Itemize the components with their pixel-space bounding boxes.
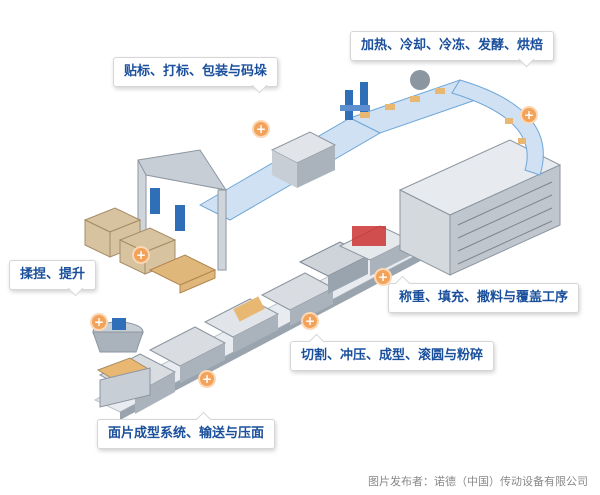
oven-unit xyxy=(398,139,562,276)
callout-labeling-packaging: 贴标、打标、包装与码垛 xyxy=(113,57,279,94)
palletizer-gantry xyxy=(137,149,228,271)
dough-mixer xyxy=(92,318,144,353)
plus-marker-sheeting[interactable]: + xyxy=(200,372,214,386)
callout-weighing-text: 称重、填充、撒料与覆盖工序 xyxy=(399,290,569,305)
callout-heating-baking: 加热、冷却、冷冻、发酵、烘焙 xyxy=(350,31,555,68)
callout-picking-text: 揉捏、提升 xyxy=(20,267,86,282)
callout-heating-text: 加热、冷却、冷冻、发酵、烘焙 xyxy=(361,38,544,53)
wooden-pallets xyxy=(148,254,217,294)
plus-marker-cutting[interactable]: + xyxy=(303,314,317,328)
robot-arms xyxy=(340,70,430,120)
callout-labeling-text: 贴标、打标、包装与码垛 xyxy=(124,64,268,79)
packaging-machine xyxy=(270,131,337,188)
callout-cutting-forming: 切割、冲压、成型、滚圆与粉碎 xyxy=(290,333,495,371)
cardboard-boxes xyxy=(83,207,177,275)
plus-marker-labeling[interactable]: + xyxy=(254,122,268,136)
callout-sheeting-text: 面片成型系统、输送与压面 xyxy=(108,426,265,441)
plus-marker-picking[interactable]: + xyxy=(134,248,148,262)
image-credit-caption: 图片发布者：诺德（中国）传动设备有限公司 xyxy=(368,475,588,488)
callout-cutting-text: 切割、冲压、成型、滚圆与粉碎 xyxy=(301,348,484,363)
plus-marker-mixer[interactable]: + xyxy=(92,315,106,329)
callout-sheeting-conveying: 面片成型系统、输送与压面 xyxy=(97,411,276,449)
plus-marker-weighing[interactable]: + xyxy=(376,270,390,284)
plus-marker-heating[interactable]: + xyxy=(522,108,536,122)
hopper-feeder xyxy=(96,357,152,408)
callout-weighing-filling: 称重、填充、撒料与覆盖工序 xyxy=(388,275,580,313)
callout-picking-lifting: 揉捏、提升 xyxy=(9,260,97,297)
